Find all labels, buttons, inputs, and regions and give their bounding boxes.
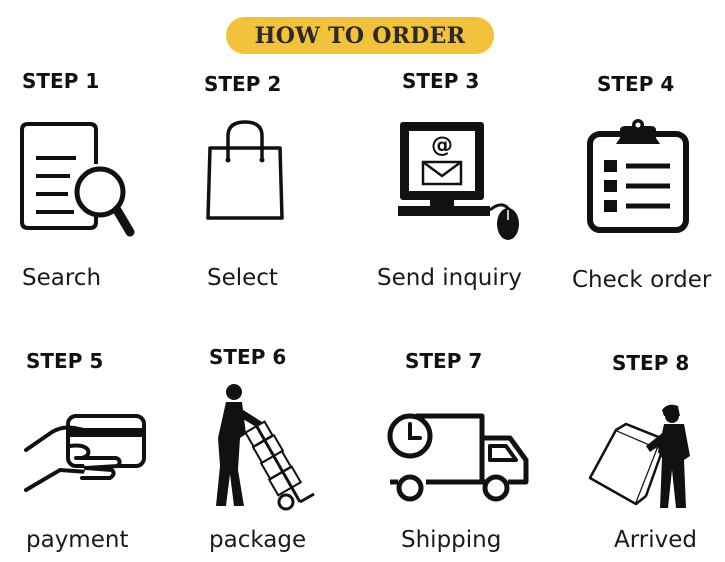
clipboard-checklist-icon	[586, 118, 690, 234]
step-1-heading: STEP 1	[22, 69, 100, 93]
shopping-bag-icon	[204, 118, 286, 222]
hand-card-icon	[24, 410, 148, 494]
step-4-heading: STEP 4	[597, 72, 675, 96]
title-banner: HOW TO ORDER	[226, 17, 494, 54]
delivery-truck-icon	[386, 408, 532, 504]
delivery-person-icon	[586, 396, 702, 512]
step-7-heading: STEP 7	[405, 349, 483, 373]
page-title: HOW TO ORDER	[254, 22, 466, 49]
step-3-heading: STEP 3	[402, 69, 480, 93]
step-3-label: Send inquiry	[377, 265, 522, 291]
document-search-icon	[18, 120, 136, 242]
step-2-label: Select	[207, 265, 278, 291]
step-8-heading: STEP 8	[612, 351, 690, 375]
svg-text:@: @	[431, 133, 453, 158]
step-5-label: payment	[26, 527, 129, 553]
step-6-label: package	[209, 527, 307, 553]
step-5-heading: STEP 5	[26, 349, 104, 373]
computer-email-icon: @	[396, 118, 530, 242]
hand-truck-icon	[204, 382, 320, 512]
step-1-label: Search	[22, 265, 102, 291]
step-2-heading: STEP 2	[204, 72, 282, 96]
step-7-label: Shipping	[401, 527, 502, 553]
step-6-heading: STEP 6	[209, 345, 287, 369]
step-4-label: Check order	[572, 267, 712, 293]
step-8-label: Arrived	[614, 527, 697, 553]
